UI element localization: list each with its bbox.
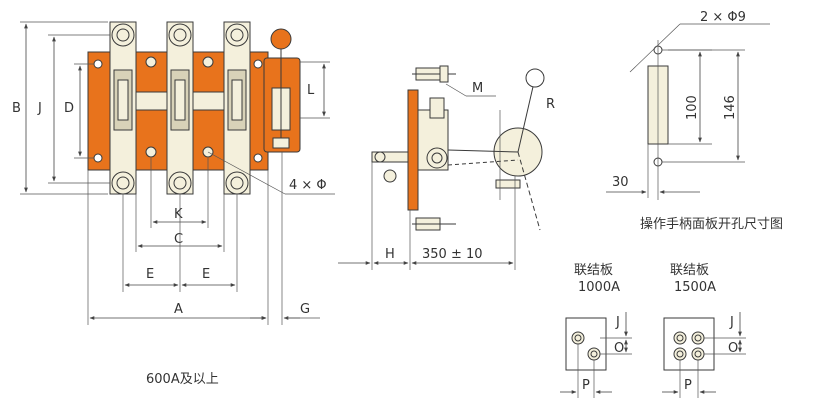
dim-c: C [174, 232, 183, 247]
dim-j: J [37, 101, 42, 116]
dim-30: 30 [612, 175, 629, 190]
dim-r: R [546, 97, 555, 112]
link1-dim-p: P [582, 378, 590, 393]
dim-h: H [385, 247, 395, 262]
dim-k: K [174, 207, 183, 222]
dim-146: 146 [723, 95, 738, 120]
dim-d: D [64, 101, 74, 116]
pole-2 [166, 21, 194, 195]
front-caption: 600A及以上 [146, 372, 219, 387]
link1-dim-j: J [615, 315, 620, 330]
link2-dim-p: P [684, 378, 692, 393]
dim-b: B [12, 101, 21, 116]
link-plate-1000a: 联结板 1000A J O P [560, 263, 632, 398]
side-view: M R H 350 ± 10 [338, 65, 555, 270]
pole-3 [223, 21, 251, 195]
side-plate [407, 89, 419, 211]
dim-g: G [300, 302, 310, 317]
dim-100: 100 [685, 95, 700, 120]
dim-e-right: E [202, 267, 210, 282]
link2-dim-o: O [728, 341, 738, 356]
link1-title-2: 1000A [578, 280, 620, 295]
hole-label: 2 × Φ9 [700, 10, 746, 25]
dim-l: L [307, 83, 315, 98]
dim-m: M [472, 81, 483, 96]
dim-travel: 350 ± 10 [422, 247, 483, 262]
handle-knob [270, 28, 292, 50]
cutout-caption: 操作手柄面板开孔尺寸图 [640, 216, 783, 232]
link1-dim-o: O [614, 341, 624, 356]
dim-e-left: E [146, 267, 154, 282]
link2-dim-j: J [729, 315, 734, 330]
front-view: B J D L 4 × Φ K C E E [12, 21, 335, 387]
holes-label: 4 × Φ [289, 178, 327, 193]
panel-cutout: 2 × Φ9 100 146 30 操作手柄面板开孔尺寸图 [606, 10, 783, 232]
link-plate-1500a: 联结板 1500A J O P [662, 263, 746, 398]
dim-a: A [174, 302, 183, 317]
link2-title-2: 1500A [674, 280, 716, 295]
link2-title-1: 联结板 [670, 263, 709, 278]
pole-1 [109, 21, 137, 195]
link1-title-1: 联结板 [574, 263, 613, 278]
